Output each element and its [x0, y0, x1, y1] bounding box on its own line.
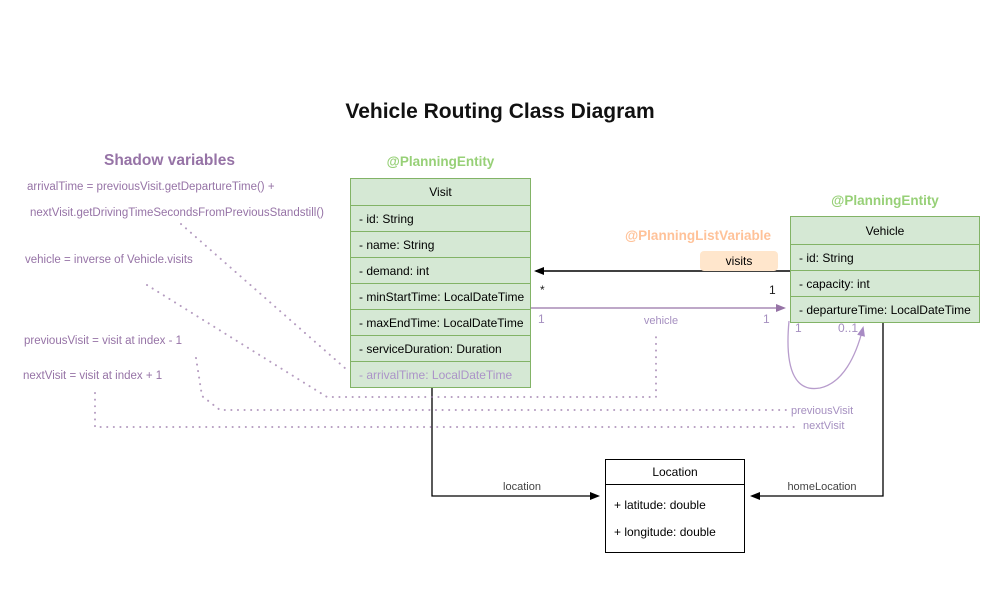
visit-stereotype: @PlanningEntity	[386, 154, 495, 169]
vehicle-field-id: - id: String	[791, 244, 979, 270]
location-association-line	[431, 386, 600, 500]
selfloop-multiplicity-end: 0..1	[838, 321, 859, 335]
visit-field-minstarttime: - minStartTime: LocalDateTime	[351, 283, 530, 309]
shadow-note-arrivaltime-1: arrivalTime = previousVisit.getDeparture…	[27, 181, 275, 193]
vehicle-multiplicity-visit-end: 1	[538, 312, 545, 326]
shadow-connector-nextvisit	[94, 392, 798, 428]
shadow-note-nextvisit: nextVisit = visit at index + 1	[23, 370, 163, 382]
nextvisit-label: nextVisit	[803, 420, 845, 432]
previousvisit-label: previousVisit	[791, 405, 854, 417]
visit-class-name: Visit	[429, 185, 452, 199]
vehicle-field-capacity: - capacity: int	[791, 270, 979, 296]
shadow-note-arrivaltime-2: nextVisit.getDrivingTimeSecondsFromPrevi…	[30, 207, 324, 219]
location-field-longitude: + longitude: double	[614, 524, 716, 539]
location-field-latitude: + latitude: double	[614, 497, 706, 512]
shadow-note-vehicle: vehicle = inverse of Vehicle.visits	[25, 254, 193, 266]
location-class-box[interactable]: Location + latitude: double + longitude:…	[605, 459, 745, 553]
visit-field-id: - id: String	[351, 205, 530, 231]
visit-field-arrivaltime: - arrivalTime: LocalDateTime	[351, 361, 530, 387]
visits-multiplicity-visit-end: *	[540, 283, 545, 297]
visit-field-demand: - demand: int	[351, 257, 530, 283]
visit-field-serviceduration: - serviceDuration: Duration	[351, 335, 530, 361]
diagram-title: Vehicle Routing Class Diagram	[345, 100, 655, 123]
visit-class-box[interactable]: Visit - id: String - name: String - dema…	[350, 178, 531, 388]
selfloop-multiplicity-start: 1	[795, 321, 802, 335]
shadow-note-previousvisit: previousVisit = visit at index - 1	[24, 335, 182, 347]
vehicle-association-label: vehicle	[643, 315, 679, 327]
location-class-name: Location	[652, 465, 698, 479]
shadow-variables-heading: Shadow variables	[104, 152, 235, 169]
shadow-connector-arrivaltime	[180, 223, 347, 370]
location-association-label: location	[503, 481, 541, 493]
vehicle-multiplicity-vehicle-end: 1	[763, 312, 770, 326]
vehicle-field-departuretime: - departureTime: LocalDateTime	[791, 296, 979, 322]
visit-field-maxendtime: - maxEndTime: LocalDateTime	[351, 309, 530, 335]
visits-multiplicity-vehicle-end: 1	[769, 283, 776, 297]
vehicle-class-name: Vehicle	[865, 223, 905, 238]
homelocation-association-label: homeLocation	[787, 481, 857, 493]
planninglistvariable-stereotype: @PlanningListVariable	[625, 228, 771, 243]
vehicle-class-box[interactable]: Vehicle - id: String - capacity: int - d…	[790, 216, 980, 323]
vehicle-stereotype: @PlanningEntity	[831, 193, 939, 208]
visits-association-label[interactable]: visits	[700, 251, 778, 271]
visit-field-name: - name: String	[351, 231, 530, 257]
